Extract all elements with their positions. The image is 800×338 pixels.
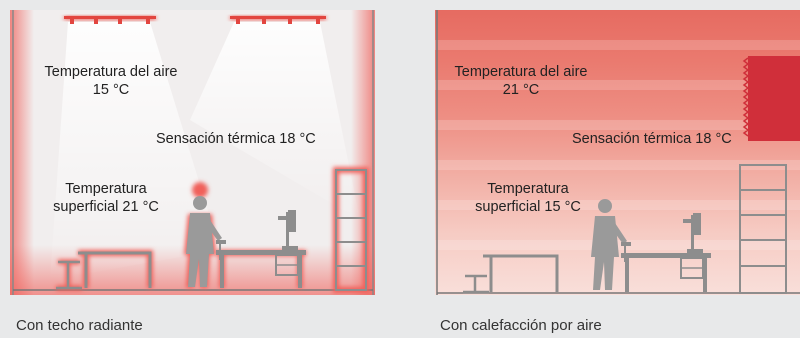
air-temperature-label: Temperatura del aire 21 °C (441, 63, 601, 99)
caption-radiant: Con techo radiante (16, 317, 143, 334)
room-illustration-radiant: Temperatura del aire 15 °C Sensación tér… (10, 10, 375, 295)
surface-temperature-label: Temperatura superficial 15 °C (455, 180, 601, 216)
air-heater-unit (742, 56, 800, 141)
radiant-ceiling-panel: Temperatura del aire 15 °C Sensación tér… (10, 10, 375, 295)
worker-figure (591, 199, 627, 290)
workbench (216, 210, 306, 288)
thermal-sensation-label: Sensación térmica 18 °C (572, 131, 732, 147)
stool (463, 274, 489, 294)
surface-temperature-value: superficial 15 °C (475, 199, 581, 215)
radiant-room-drawing (10, 10, 375, 295)
air-temperature-value: 15 °C (92, 82, 130, 98)
caption-air-heating: Con calefacción por aire (440, 317, 602, 334)
surface-temperature-title: Temperatura (65, 181, 147, 197)
workbench (621, 213, 711, 292)
surface-temperature-value: superficial 21 °C (53, 199, 159, 215)
shelf (739, 164, 787, 294)
air-temperature-value: 21 °C (502, 82, 540, 98)
surface-temperature-title: Temperatura (487, 181, 569, 197)
small-table (483, 254, 559, 292)
surface-temperature-label: Temperatura superficial 21 °C (30, 180, 182, 216)
shelf (333, 167, 369, 293)
room-illustration-air: Temperatura del aire 21 °C Sensación tér… (435, 10, 800, 295)
air-temperature-label: Temperatura del aire 15 °C (26, 63, 196, 99)
air-heating-panel: Temperatura del aire 21 °C Sensación tér… (435, 10, 800, 295)
air-room-drawing (435, 10, 800, 295)
thermal-sensation-label: Sensación térmica 18 °C (156, 131, 316, 147)
air-temperature-title: Temperatura del aire (44, 64, 178, 80)
radiant-ceiling-panels (64, 16, 326, 24)
air-temperature-title: Temperatura del aire (454, 64, 588, 80)
radiant-beams (50, 22, 360, 280)
worker-figure (184, 182, 222, 288)
small-table (78, 250, 153, 288)
